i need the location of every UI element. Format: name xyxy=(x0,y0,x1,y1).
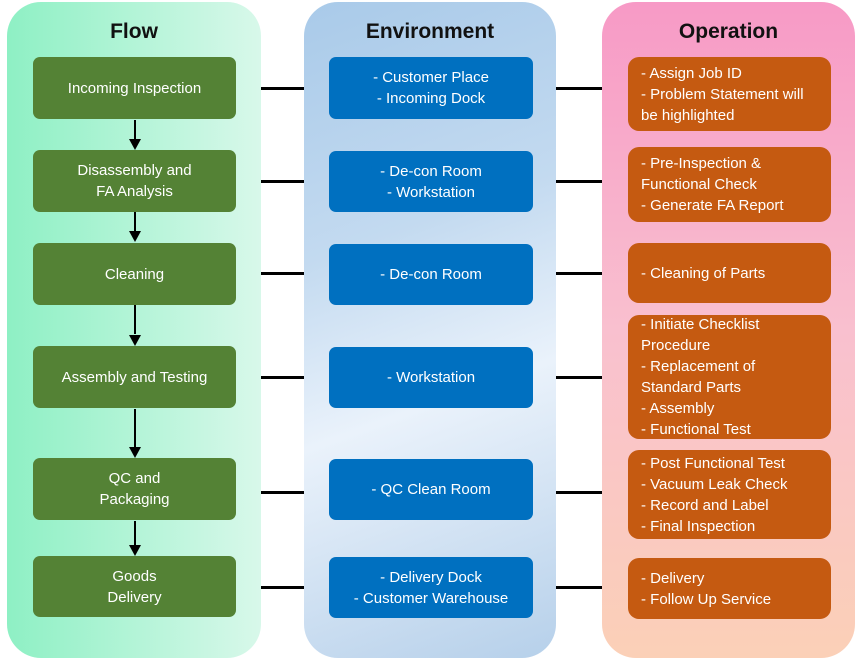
flow-step-label: Cleaning xyxy=(104,265,165,283)
flow-step-qc-packaging: QC and Packaging xyxy=(33,458,236,520)
flow-step-label: Goods Delivery xyxy=(107,567,162,606)
flow-step-label: Disassembly and FA Analysis xyxy=(77,162,192,200)
operation-box: - Cleaning of Parts xyxy=(628,243,831,303)
connector-line xyxy=(261,586,304,589)
environment-column-title: Environment xyxy=(365,20,495,43)
connector-line xyxy=(261,491,304,494)
flow-step-label: Assembly and Testing xyxy=(61,368,208,386)
operation-box: - Post Functional Test - Vacuum Leak Che… xyxy=(628,450,831,539)
flow-step-goods-delivery: Goods Delivery xyxy=(33,556,236,617)
environment-label: - Customer Place - Incoming Dock xyxy=(373,69,489,107)
flow-step-cleaning: Cleaning xyxy=(33,243,236,305)
connector-line xyxy=(261,87,304,90)
environment-box: - Delivery Dock - Customer Warehouse xyxy=(329,557,533,618)
flow-step-label: Incoming Inspection xyxy=(67,79,202,97)
environment-label: - Delivery Dock - Customer Warehouse xyxy=(353,568,509,607)
environment-label: - QC Clean Room xyxy=(371,481,491,498)
connector-line xyxy=(261,376,304,379)
operation-label: - Pre-Inspection & Functional Check - Ge… xyxy=(641,155,784,214)
flow-step-label: QC and Packaging xyxy=(99,470,170,508)
environment-box: - Workstation xyxy=(329,347,533,408)
environment-label: - Workstation xyxy=(386,369,476,386)
connector-line xyxy=(261,272,304,275)
connector-line xyxy=(556,87,602,90)
environment-box: - Customer Place - Incoming Dock xyxy=(329,57,533,119)
connector-line xyxy=(556,272,602,275)
flow-step-disassembly: Disassembly and FA Analysis xyxy=(33,150,236,212)
connector-line xyxy=(556,491,602,494)
flow-step-incoming-inspection: Incoming Inspection xyxy=(33,57,236,119)
operation-label: - Post Functional Test - Vacuum Leak Che… xyxy=(641,454,788,535)
connector-line xyxy=(261,180,304,183)
connector-line xyxy=(556,376,602,379)
environment-box: - De-con Room - Workstation xyxy=(329,151,533,212)
connector-line xyxy=(556,586,602,589)
environment-label: - De-con Room xyxy=(380,266,482,283)
operation-box: - Initiate Checklist Procedure - Replace… xyxy=(628,315,831,439)
operation-box: - Pre-Inspection & Functional Check - Ge… xyxy=(628,147,831,222)
operation-box: - Assign Job ID - Problem Statement will… xyxy=(628,57,831,131)
operation-label: - Initiate Checklist Procedure - Replace… xyxy=(641,316,760,438)
environment-label: - De-con Room - Workstation xyxy=(380,162,482,201)
flow-column-title: Flow xyxy=(110,20,158,43)
operation-label: - Cleaning of Parts xyxy=(641,264,766,282)
operation-box: - Delivery - Follow Up Service xyxy=(628,558,831,619)
operation-label: - Assign Job ID - Problem Statement will… xyxy=(641,64,804,124)
connector-line xyxy=(556,180,602,183)
flow-step-assembly-testing: Assembly and Testing xyxy=(33,346,236,408)
environment-box: - QC Clean Room xyxy=(329,459,533,520)
environment-box: - De-con Room xyxy=(329,244,533,305)
operation-column-title: Operation xyxy=(678,20,779,43)
operation-label: - Delivery - Follow Up Service xyxy=(641,569,772,608)
